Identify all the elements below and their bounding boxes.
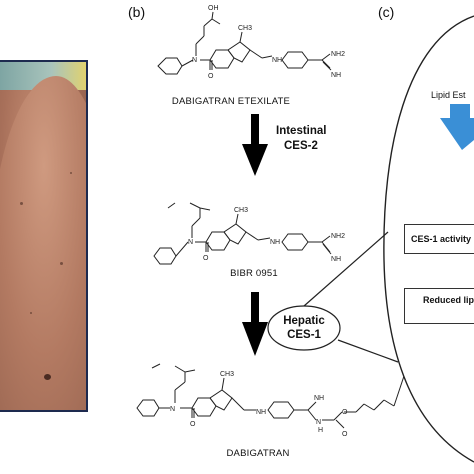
skin-mole (70, 172, 72, 174)
molecule-name-middle: BIBR 0951 (230, 268, 278, 279)
panel-label-c: (c) (378, 4, 395, 20)
atom-label: NH (256, 409, 266, 416)
patient-photo (0, 60, 88, 412)
callout-line-lower (337, 339, 399, 363)
structure-dabigatran-etexilate (157, 11, 332, 75)
patient-shoulder (0, 76, 86, 410)
atom-label: NH (314, 395, 324, 402)
hepatic-label: Hepatic CES-1 (274, 314, 334, 342)
intestinal-label: Intestinal CES-2 (276, 124, 326, 154)
reduced-lipid-box: Reduced lip (404, 288, 474, 324)
lipid-esterase-label: Lipid Est (431, 90, 466, 100)
atom-label: O (208, 73, 214, 80)
atom-label: CH3 (234, 207, 248, 214)
structure-dabigatran (136, 363, 405, 429)
atom-label: NH2 (331, 233, 345, 240)
atom-label: CH3 (238, 25, 252, 32)
reaction-arrow-hepatic (242, 292, 268, 356)
skin-mole (60, 262, 63, 265)
hepatic-label-line2: CES-1 (287, 329, 321, 341)
callout-line-upper (303, 231, 389, 307)
atom-label: N (316, 419, 321, 426)
atom-label: N (192, 57, 197, 64)
atom-label: H (318, 427, 323, 434)
atom-label: O (203, 255, 209, 262)
atom-label: OH (208, 5, 219, 12)
atom-label: O (190, 421, 196, 428)
structure-bibr-0951 (153, 202, 332, 265)
reaction-arrow-intestinal (242, 114, 268, 176)
atom-label: NH (270, 239, 280, 246)
atom-label: O (342, 431, 348, 438)
skin-mole (20, 202, 23, 205)
atom-label: CH3 (220, 371, 234, 378)
blue-down-arrow (440, 104, 474, 150)
skin-mole (30, 312, 32, 314)
atom-label: NH (331, 256, 341, 263)
molecule-name-top: DABIGATRAN ETEXILATE (171, 96, 291, 107)
atom-label: NH (331, 72, 341, 79)
skin-mole (44, 374, 51, 380)
atom-label: N (188, 239, 193, 246)
ces1-activity-text: CES-1 activity (411, 234, 472, 244)
intestinal-label-line2: CES-2 (284, 140, 318, 152)
reduced-lipid-text: Reduced lip (423, 295, 474, 305)
intestinal-label-line1: Intestinal (276, 125, 327, 137)
hepatic-label-line1: Hepatic (283, 315, 325, 327)
molecule-name-bottom: DABIGATRAN (226, 448, 290, 459)
atom-label: O (342, 409, 348, 416)
ces1-activity-box: CES-1 activity (404, 224, 474, 254)
panel-label-b: (b) (128, 4, 146, 20)
panel-c-outline (383, 15, 474, 463)
atom-label: NH (272, 57, 282, 64)
atom-label: NH2 (331, 51, 345, 58)
atom-label: N (170, 406, 175, 413)
